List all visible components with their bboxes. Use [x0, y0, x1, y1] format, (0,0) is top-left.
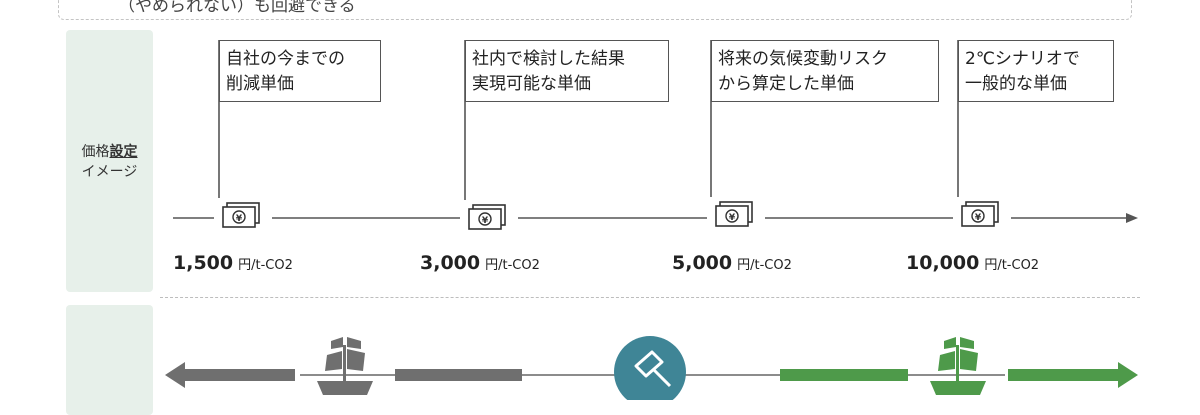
price-label: 10,000 円/t-CO2 [906, 252, 1039, 274]
top-note-box [58, 0, 1132, 20]
callout-line: から算定した単価 [718, 74, 854, 94]
price-label: 5,000 円/t-CO2 [672, 252, 792, 274]
callout-line: 将来の気候変動リスク [718, 49, 888, 69]
callout-box: 2℃シナリオで 一般的な単価 [958, 40, 1114, 102]
pricing-label-line2: イメージ [81, 164, 138, 180]
top-note-text: （やめられない）も回避できる [118, 0, 356, 16]
price-label: 1,500 円/t-CO2 [173, 252, 293, 274]
yen-banknote-icon [707, 197, 765, 231]
callout-line: 削減単価 [226, 74, 294, 94]
callout-box: 社内で検討した結果 実現可能な単価 [465, 40, 669, 102]
callout-box: 将来の気候変動リスク から算定した単価 [711, 40, 939, 102]
price-unit: 円/t-CO2 [737, 258, 792, 273]
yen-banknote-icon [953, 197, 1011, 231]
section-separator [160, 297, 1140, 298]
price-unit: 円/t-CO2 [485, 258, 540, 273]
pricing-label-panel: 価格設定 イメージ [66, 30, 153, 292]
price-label: 3,000 円/t-CO2 [420, 252, 540, 274]
pricing-label-prefix: 価格 [81, 144, 110, 160]
ship-icon [317, 337, 373, 395]
price-value: 5,000 [672, 252, 733, 274]
gavel-icon [614, 336, 686, 400]
pricing-label-bold: 設定 [109, 144, 138, 160]
price-value: 10,000 [906, 252, 980, 274]
callout-line: 一般的な単価 [965, 74, 1067, 94]
yen-banknote-icon [460, 200, 518, 234]
left-arrow [165, 362, 522, 388]
callout-box: 自社の今までの 削減単価 [219, 40, 381, 102]
yen-banknote-icon [214, 198, 272, 232]
callout-line: 2℃シナリオで [965, 49, 1080, 69]
bottom-label-panel [66, 305, 153, 415]
ship-icon [930, 337, 986, 395]
right-arrow [780, 362, 1138, 388]
pricing-label-text: 価格設定 イメージ [66, 142, 153, 182]
price-unit: 円/t-CO2 [238, 258, 293, 273]
callout-line: 自社の今までの [226, 49, 345, 69]
diagram-canvas: ¥ [165, 40, 1138, 400]
price-value: 1,500 [173, 252, 234, 274]
callout-line: 社内で検討した結果 [472, 49, 625, 69]
callout-line: 実現可能な単価 [472, 74, 591, 94]
price-value: 3,000 [420, 252, 481, 274]
price-unit: 円/t-CO2 [984, 258, 1040, 273]
